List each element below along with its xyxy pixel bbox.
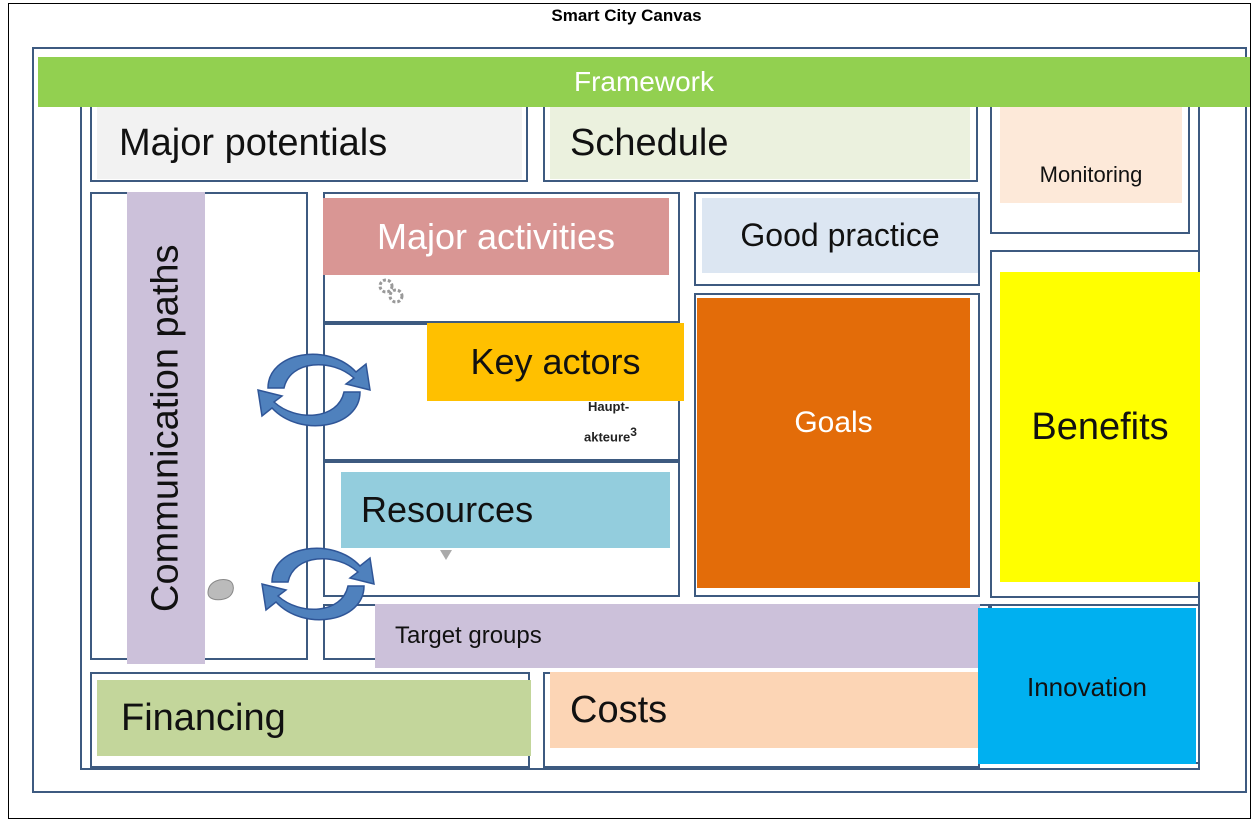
cell-resources (323, 461, 680, 597)
cycle-arrows-icon (257, 353, 371, 427)
cycle-arrow-bottom (257, 388, 361, 427)
label-innovation: Innovation (978, 608, 1196, 764)
residual-text-akteure-word: akteure (584, 429, 631, 445)
label-good-practice: Good practice (702, 198, 978, 273)
cycle-arrows-icon-lower (261, 547, 375, 621)
residual-text-akteure: akteure3 (584, 425, 637, 444)
label-communication-paths: Communication paths (127, 192, 205, 664)
label-major-potentials: Major potentials (97, 107, 522, 179)
cell-goals (694, 293, 980, 597)
innovation-text: Innovation (1027, 672, 1147, 702)
label-schedule: Schedule (550, 107, 970, 179)
outer-frame (32, 47, 1247, 793)
cell-good-practice (694, 192, 980, 286)
label-resources: Resources (341, 472, 670, 548)
residual-text-sup: 3 (630, 425, 637, 439)
label-target-groups: Target groups (375, 604, 980, 668)
label-key-actors: Key actors (427, 323, 684, 401)
label-financing: Financing (97, 680, 531, 756)
residual-text-haupt: Haupt- (588, 399, 630, 414)
cycle-arrow-top-lower (271, 547, 375, 586)
gears-icon (378, 278, 404, 304)
label-major-activities: Major activities (323, 198, 669, 275)
pointer-icon (440, 550, 452, 560)
page-title: Smart City Canvas (551, 6, 702, 25)
label-costs: Costs (550, 672, 978, 748)
cycle-arrow-bottom-lower (261, 582, 365, 621)
framework-banner: Framework (38, 57, 1250, 107)
page-border (8, 3, 1251, 819)
label-goals: Goals (697, 298, 970, 588)
label-monitoring: Monitoring (1000, 107, 1182, 203)
goals-text: Goals (794, 406, 873, 439)
hand-icon (207, 579, 234, 601)
cycle-arrow-top (267, 353, 371, 392)
label-benefits: Benefits (1000, 272, 1200, 582)
